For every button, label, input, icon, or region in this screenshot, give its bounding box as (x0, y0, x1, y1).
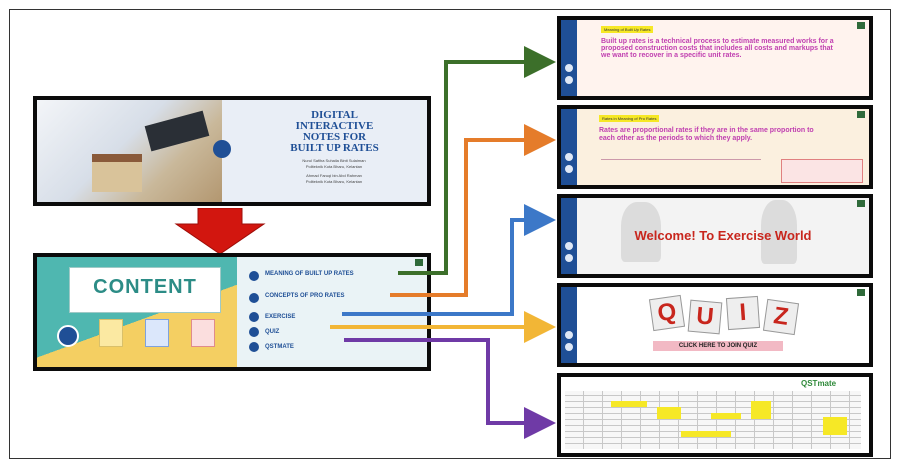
slide-tag (857, 111, 865, 118)
down-arrow (174, 208, 266, 255)
exercise-slide: Welcome! To Exercise World (557, 194, 873, 278)
nav-dot-icon (565, 242, 573, 250)
nav-dot-icon (565, 64, 573, 72)
nav-dot-icon (565, 165, 573, 173)
author-line: Politeknik Kota Bharu, Kelantan (305, 179, 363, 184)
slide-sidebar (561, 109, 577, 185)
arrow-pro-rates (390, 124, 556, 297)
menu-play-icon (249, 342, 259, 352)
menu-label: EXERCISE (265, 314, 296, 320)
qstmate-slide: QSTmate (557, 373, 873, 457)
spreadsheet-graphic (565, 391, 861, 449)
author-line: Ahmad Faruqi bin Abd Rahman (306, 173, 362, 178)
arrow-exercise (342, 204, 556, 316)
menu-play-icon (249, 271, 259, 281)
slide-tag (857, 289, 865, 296)
menu-label: MEANING OF BUILT UP RATES (265, 271, 354, 277)
silhouette-graphic (761, 200, 797, 264)
pro-rates-slide: Rates in Meaning of Pro Rates Rates are … (557, 105, 873, 189)
cover-title-line: NOTES FOR (302, 131, 367, 143)
menu-label: QSTMATE (265, 344, 294, 350)
slide-tag (857, 200, 865, 207)
menu-label: CONCEPTS OF PRO RATES (265, 293, 345, 299)
nav-dot-icon (565, 254, 573, 262)
welcome-word: Welcome! (634, 228, 696, 243)
qstmate-logo: QSTmate (801, 379, 837, 388)
note-card-icon (191, 319, 215, 347)
spreadsheet-highlight (711, 413, 741, 419)
exercise-world: To Exercise World (699, 228, 812, 243)
note-box (781, 159, 863, 183)
arrow-meaning (398, 46, 556, 275)
nav-dot-icon (565, 76, 573, 84)
cover-authors: Nurul Safiha Suhaila Binti Sulaiman Poli… (259, 158, 409, 185)
slide-sidebar (561, 20, 577, 96)
menu-play-icon (249, 327, 259, 337)
nav-dot-icon (565, 331, 573, 339)
content-heading-box: CONTENT (69, 267, 221, 313)
silhouette-graphic (621, 202, 661, 262)
slide-tag (857, 22, 865, 29)
nav-dot-icon (565, 153, 573, 161)
spreadsheet-highlight (657, 407, 681, 419)
play-icon[interactable] (213, 140, 231, 158)
menu-play-icon (249, 312, 259, 322)
cover-title-line: INTERACTIVE (295, 120, 374, 132)
content-slide: CONTENT MEANING OF BUILT UP RATES CONCEP… (33, 253, 431, 371)
cover-title: DIGITAL INTERACTIVE NOTES FOR BUILT UP R… (247, 110, 422, 154)
note-card-icon (145, 319, 169, 347)
cover-title-line: BUILT UP RATES (290, 142, 379, 154)
meaning-text: Built up rates is a technical process to… (601, 38, 834, 59)
slide-heading: Rates in Meaning of Pro Rates (599, 115, 660, 122)
arrow-qstmate (344, 338, 556, 439)
example-box (601, 159, 761, 178)
slide-sidebar (561, 287, 577, 363)
cover-slide: DIGITAL INTERACTIVE NOTES FOR BUILT UP R… (33, 96, 431, 206)
menu-label: QUIZ (265, 329, 280, 335)
nav-dot-icon (565, 343, 573, 351)
slide-tag (415, 259, 423, 266)
content-heading: CONTENT (93, 276, 197, 298)
home-icon[interactable] (57, 325, 79, 347)
spreadsheet-highlight (681, 431, 731, 437)
menu-play-icon (249, 293, 259, 303)
author-line: Politeknik Kota Bharu, Kelantan (305, 164, 363, 169)
meaning-slide: Meaning of Built Up Rates Built up rates… (557, 16, 873, 100)
spreadsheet-highlight (751, 401, 771, 419)
author-line: Nurul Safiha Suhaila Binti Sulaiman (302, 158, 366, 163)
spreadsheet-highlight (823, 417, 847, 435)
slide-heading: Meaning of Built Up Rates (601, 26, 654, 33)
house-model-graphic (92, 154, 142, 192)
note-card-icon (99, 319, 123, 347)
exercise-title: Welcome! To Exercise World (581, 228, 865, 243)
spreadsheet-highlight (611, 401, 647, 407)
quiz-slide: Q U I Z CLICK HERE TO JOIN QUIZ (557, 283, 873, 367)
join-quiz-button[interactable]: CLICK HERE TO JOIN QUIZ (653, 341, 783, 351)
pro-rates-text: Rates are proportional rates if they are… (599, 127, 814, 142)
cover-title-line: DIGITAL (311, 109, 358, 121)
slide-sidebar (561, 198, 577, 274)
